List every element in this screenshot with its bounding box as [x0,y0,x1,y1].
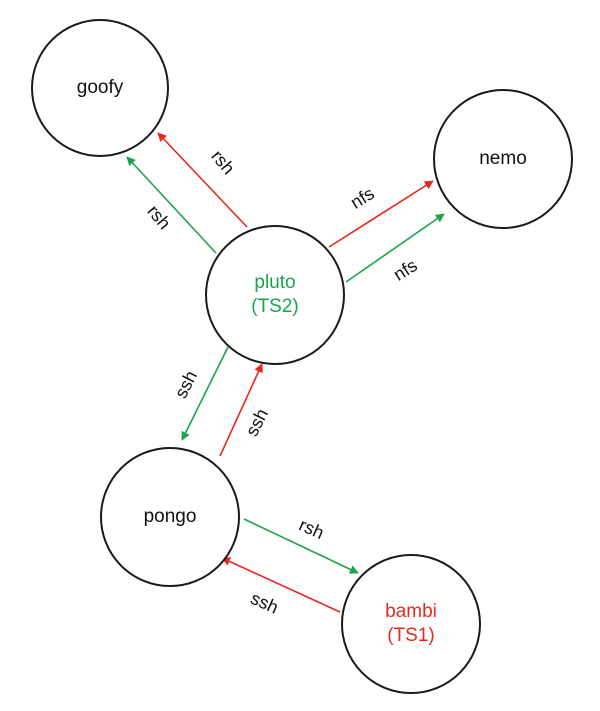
edge-pluto-to-goofy-rsh: rsh [126,156,217,254]
edge-label: nfs [390,255,421,285]
node-label: nemo [479,148,527,169]
edge-label: rsh [296,515,327,543]
edge-label: rsh [207,146,238,178]
edge-label: ssh [242,405,273,439]
node-goofy: goofy [31,19,169,157]
node-label: goofy [77,77,124,98]
edge-label: ssh [248,588,282,618]
edge-arrow [181,346,229,441]
node-circle [31,19,169,157]
edge-pluto-to-nemo-nfs: nfs [328,180,434,248]
edge-pluto-to-nemo-nfs: nfs [345,213,445,285]
node-pongo: pongo [100,447,240,587]
node-nemo: nemo [433,89,573,229]
edge-pluto-to-goofy-rsh: rsh [157,132,248,228]
node-sublabel: (TS1) [387,625,435,646]
edge-arrow [243,518,359,574]
edge-arrow [126,156,217,254]
edge-bambi-to-pongo-ssh: ssh [221,557,341,618]
edge-label: nfs [347,183,378,213]
edge-arrow [221,557,341,613]
edge-pongo-to-pluto-ssh: ssh [219,363,273,457]
node-bambi: bambi (TS1) [341,554,481,694]
edge-arrow [157,132,248,228]
node-sublabel: (TS2) [251,296,299,317]
node-pluto: pluto (TS2) [205,225,345,365]
node-label: bambi [385,601,437,622]
edge-arrow [219,363,263,457]
node-circle [433,89,573,229]
node-circle [100,447,240,587]
edge-label: ssh [171,367,202,401]
node-circle [341,554,481,694]
nodes: goofy nemo pluto (TS2) pongo bambi (TS1) [31,19,573,694]
node-circle [205,225,345,365]
edge-arrow [328,180,434,248]
edge-pluto-to-pongo-ssh: ssh [171,346,229,441]
edge-arrow [345,213,445,283]
node-label: pluto [254,272,295,293]
edge-label: rsh [143,201,174,233]
node-label: pongo [144,506,197,527]
edge-pongo-to-bambi-rsh: rsh [243,515,359,574]
